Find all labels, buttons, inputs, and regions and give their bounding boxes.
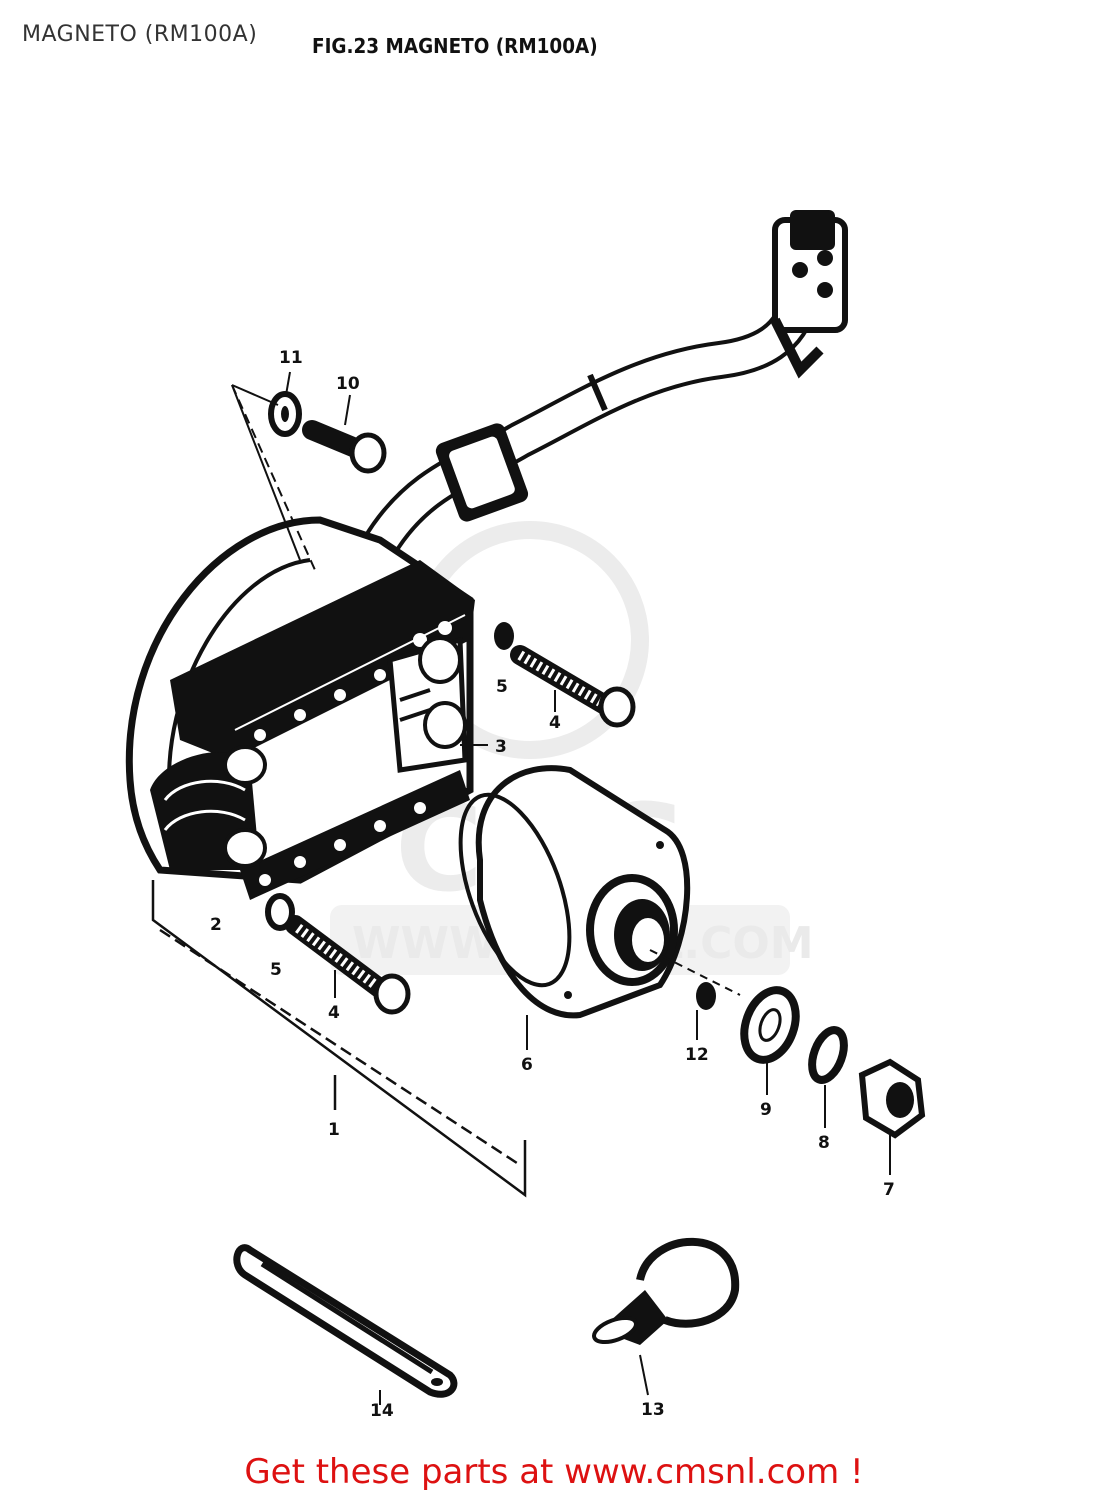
leader-lines [231,371,351,571]
callout-7: 7 [883,1180,895,1200]
rotor-flywheel [458,765,741,1019]
screw-4-lower [285,915,411,1015]
callout-4-upper: 4 [549,713,561,733]
washer-9 [740,986,800,1064]
screw-4-upper [510,645,636,728]
callout-9: 9 [760,1100,772,1120]
callout-14: 14 [370,1401,394,1421]
callout-5-upper: 5 [496,677,508,697]
strap-14 [233,1244,458,1398]
parts-link-banner[interactable]: Get these parts at www.cmsnl.com ! [244,1452,864,1492]
callout-10: 10 [336,374,360,394]
callout-numbers: 1 2 3 4 4 5 5 6 7 8 9 10 11 12 13 14 [210,348,895,1421]
callout-13: 13 [641,1400,665,1420]
clamp-13 [592,1237,740,1345]
magneto-exploded-diagram: CMS WWW.CMSNL.COM [125,210,926,1421]
callout-5-lower: 5 [270,960,282,980]
callout-3: 3 [495,737,507,757]
callout-4-lower: 4 [328,1003,340,1023]
callout-6: 6 [521,1055,533,1075]
assembly-bracket [151,880,527,1198]
connector-plug [770,210,848,379]
washer-11 [268,391,302,437]
callout-1: 1 [328,1120,340,1140]
screw-10 [302,420,387,474]
callout-11: 11 [279,348,303,368]
callout-8: 8 [818,1133,830,1153]
key-12 [696,982,716,1010]
number-leaders [334,690,891,1405]
page-title: MAGNETO (RM100A) [22,22,258,47]
callout-12: 12 [685,1045,709,1065]
wire-harness [361,281,819,564]
washer-5-upper [494,622,514,650]
washer-5-lower [265,893,295,931]
nut-7 [858,1058,926,1139]
lockwasher-8 [808,1026,848,1084]
figure-label: FIG.23 MAGNETO (RM100A) [312,34,598,58]
stator-plate [125,516,475,900]
callout-2: 2 [210,915,222,935]
